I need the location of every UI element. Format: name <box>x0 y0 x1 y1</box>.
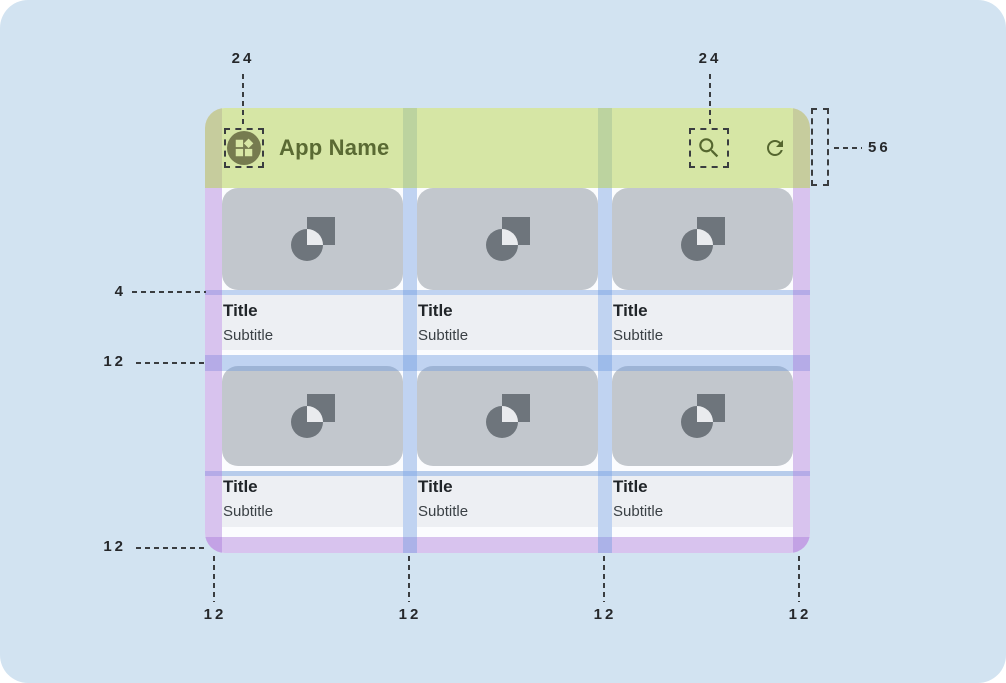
card-image[interactable] <box>612 366 793 466</box>
card-subtitle: Subtitle <box>223 327 274 344</box>
measure-line <box>408 556 410 602</box>
card-image[interactable] <box>222 366 403 466</box>
right-margin-band <box>793 108 810 553</box>
refresh-icon <box>767 140 783 156</box>
card-title: Title <box>418 301 453 320</box>
grid-column-2: Title Subtitle Title Subtitle <box>417 188 598 527</box>
apps-logo-icon <box>235 138 254 157</box>
spacing-band-12 <box>205 355 810 371</box>
image-placeholder-icon <box>485 394 530 438</box>
app-mock: Title Subtitle Title Subtitle Title Subt… <box>205 108 810 553</box>
image-placeholder-icon <box>680 217 725 261</box>
measure-line <box>834 147 862 149</box>
card-subtitle: Subtitle <box>613 327 664 344</box>
card-text-block: Title Subtitle <box>222 295 403 350</box>
card-text-block: Title Subtitle <box>612 295 793 350</box>
measure-label-right-margin: 12 <box>788 606 812 623</box>
grid-column-3: Title Subtitle Title Subtitle <box>612 188 793 527</box>
gutter-band <box>403 108 417 553</box>
card-subtitle: Subtitle <box>613 503 664 520</box>
measure-label-left-margin: 12 <box>203 606 227 623</box>
measure-bracket-appbar <box>811 108 829 186</box>
measure-line <box>709 74 711 126</box>
card-image[interactable] <box>417 188 598 290</box>
card-image[interactable] <box>612 188 793 290</box>
grid-column-1: Title Subtitle Title Subtitle <box>222 188 403 527</box>
card-image[interactable] <box>417 366 598 466</box>
app-name: App Name <box>279 135 390 160</box>
measure-label-gutter-2: 12 <box>593 606 617 623</box>
app-bar: App Name <box>205 108 810 188</box>
image-placeholder-icon <box>290 394 335 438</box>
bottom-margin-band <box>205 537 810 553</box>
spacing-band-4 <box>205 290 810 295</box>
gutter-band <box>598 108 612 553</box>
measure-label-gutter-1: 12 <box>398 606 422 623</box>
app-logo-button[interactable] <box>227 131 261 165</box>
card-text-block: Title Subtitle <box>417 295 598 350</box>
card-title: Title <box>223 301 258 320</box>
measure-line <box>132 291 206 293</box>
measure-line <box>213 556 215 602</box>
image-placeholder-icon <box>680 394 725 438</box>
measure-line <box>136 362 206 364</box>
measure-label-icon-right: 24 <box>698 50 722 67</box>
card-text-block: Title Subtitle <box>222 471 403 527</box>
measure-label-appbar-height: 56 <box>868 139 891 156</box>
card-title: Title <box>418 477 453 496</box>
search-icon[interactable] <box>696 135 722 161</box>
card-subtitle: Subtitle <box>223 503 274 520</box>
left-margin-band <box>205 108 222 553</box>
card-title: Title <box>613 477 648 496</box>
spacing-band-4 <box>205 471 810 476</box>
card-title: Title <box>223 477 258 496</box>
measure-label-gap-4: 4 <box>114 283 126 300</box>
search-measure-box <box>689 128 729 168</box>
image-placeholder-icon <box>485 217 530 261</box>
measure-line <box>798 556 800 602</box>
measure-line <box>242 74 244 126</box>
card-subtitle: Subtitle <box>418 503 469 520</box>
card-subtitle: Subtitle <box>418 327 469 344</box>
measure-label-row-gap: 12 <box>103 353 126 370</box>
measure-label-bottom-margin: 12 <box>103 538 126 555</box>
measure-line <box>136 547 206 549</box>
measure-label-icon-left: 24 <box>231 50 255 67</box>
card-title: Title <box>613 301 648 320</box>
card-image[interactable] <box>222 188 403 290</box>
logo-measure-box <box>224 128 264 168</box>
card-text-block: Title Subtitle <box>417 471 598 527</box>
image-placeholder-icon <box>290 217 335 261</box>
card-text-block: Title Subtitle <box>612 471 793 527</box>
measure-line <box>603 556 605 602</box>
refresh-button[interactable] <box>763 136 787 160</box>
